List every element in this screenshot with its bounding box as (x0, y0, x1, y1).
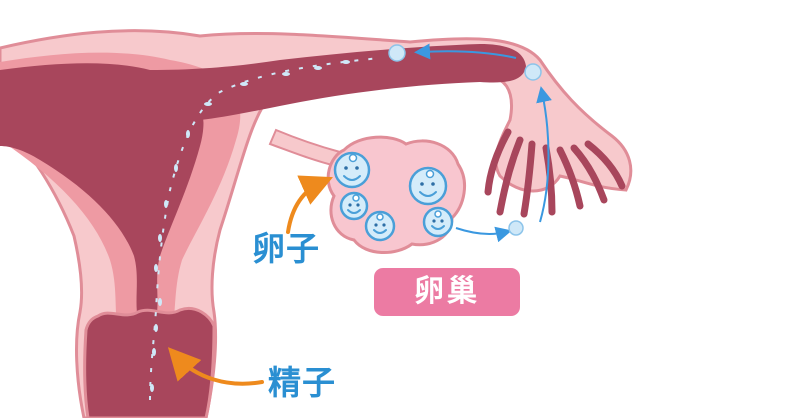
ovary-badge: 卵巢 (374, 268, 520, 316)
vaginal-canal (83, 307, 216, 418)
follicle-highlights (348, 153, 442, 221)
egg-in-tube-2 (388, 44, 406, 62)
egg-label: 卵子 (252, 229, 320, 268)
uterus-cavity (0, 44, 526, 320)
ovulation-arrow (455, 226, 512, 243)
sperm-label: 精子 (268, 363, 336, 402)
follicle-eyes (344, 166, 444, 227)
ovary-label: 卵巢 (414, 274, 480, 309)
egg-in-tube-1 (524, 63, 542, 81)
fimbriae (484, 128, 626, 218)
sperm-pointer-arrow (167, 347, 264, 386)
follicle-faces (343, 175, 445, 234)
tube-travel-arrow (414, 43, 517, 60)
tube-entry-arrow (536, 86, 552, 223)
sperm-dots (150, 60, 350, 392)
released-egg (508, 220, 524, 236)
egg-pointer-arrow (286, 175, 333, 234)
follicles (333, 151, 454, 242)
ovarian-ligament (268, 128, 342, 168)
